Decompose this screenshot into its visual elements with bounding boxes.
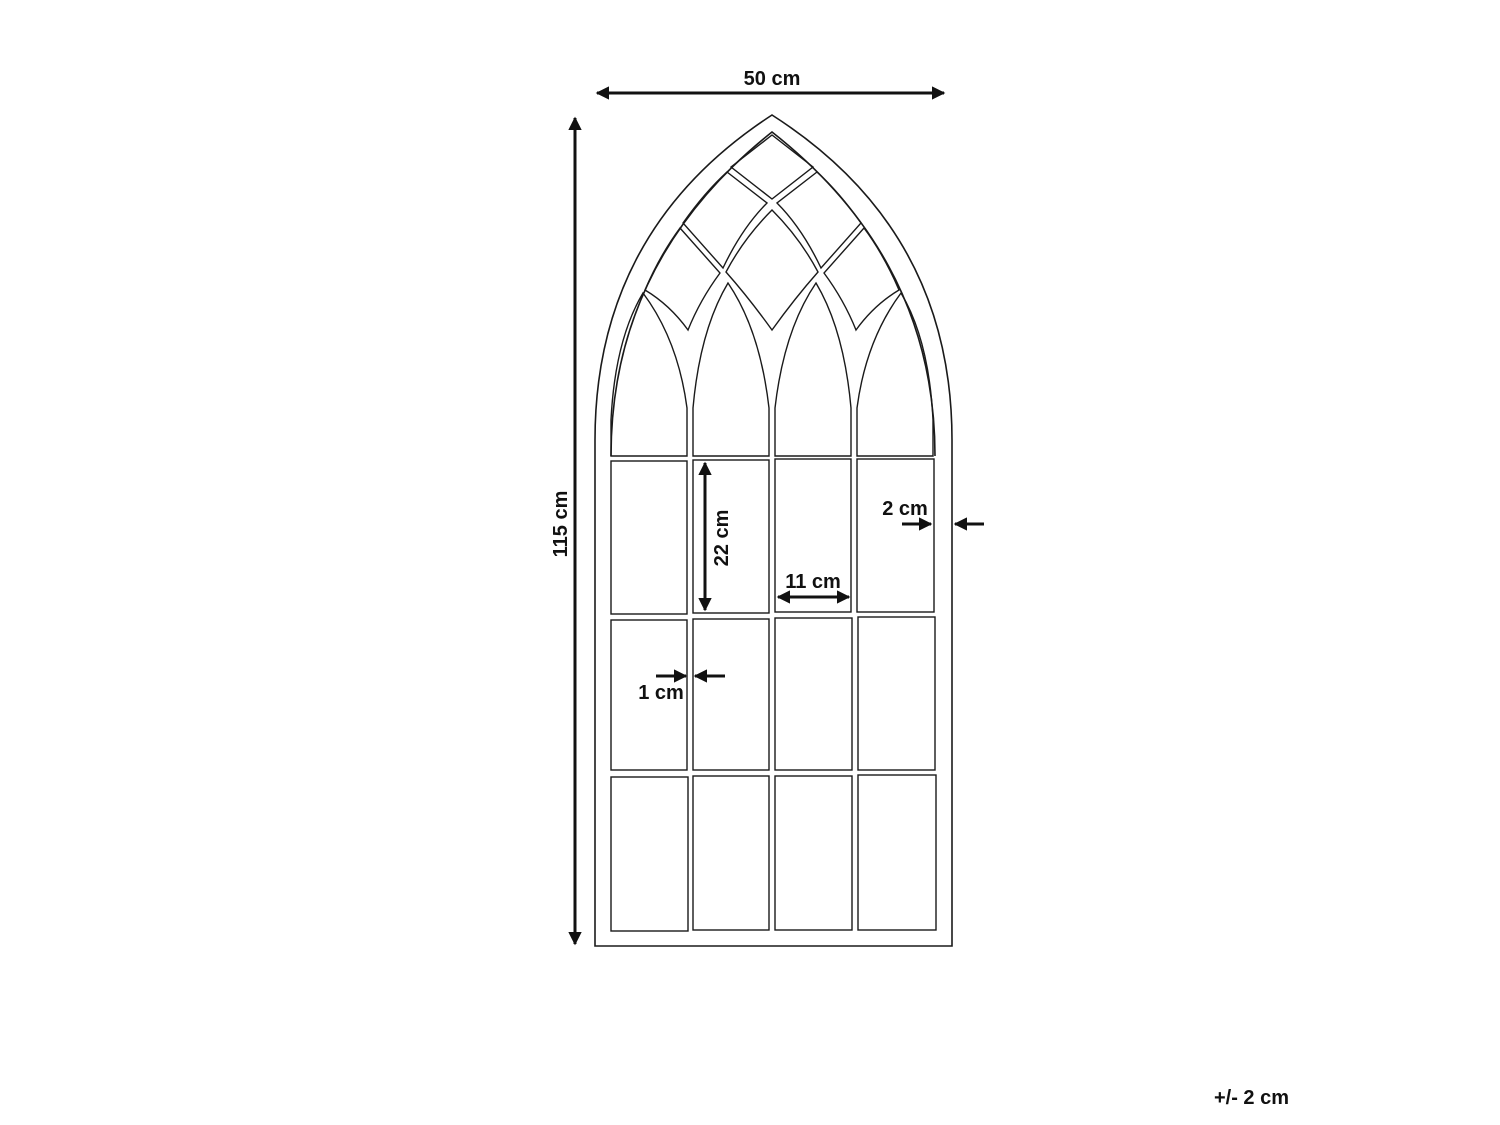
- mid-right-pane: [823, 226, 900, 332]
- pane-height-label: 22 cm: [711, 510, 733, 567]
- pane-r1-c4: [856, 458, 935, 613]
- mirror-frame: [594, 114, 953, 947]
- outer-frame-outline: [594, 114, 953, 947]
- pane-r1-c3: [774, 458, 852, 613]
- center-diamond-pane: [725, 209, 819, 332]
- upper-left-pane: [682, 171, 769, 270]
- pane-r2-c1: [610, 619, 688, 771]
- pane-r3-c2: [692, 775, 770, 931]
- rect-panes: [610, 458, 937, 932]
- inner-frame-outline: [610, 130, 936, 457]
- mid-left-pane: [644, 226, 721, 332]
- pane-r3-c1: [610, 776, 689, 932]
- lancet-pane-2: [692, 281, 770, 457]
- height-label: 115 cm: [550, 491, 572, 558]
- mullion-dimension: 1 cm: [638, 669, 725, 704]
- pane-r2-c2: [692, 618, 770, 771]
- width-label: 50 cm: [744, 68, 801, 90]
- tolerance-note: +/- 2 cm: [1214, 1087, 1289, 1109]
- lancet-pane-4: [856, 291, 934, 457]
- pane-width-dimension: 11 cm: [776, 571, 851, 604]
- width-dimension: 50 cm: [595, 68, 946, 100]
- top-diamond-pane: [729, 134, 815, 200]
- lancet-pane-3: [774, 281, 852, 457]
- arch-tracery: [610, 134, 934, 457]
- upper-right-pane: [775, 171, 862, 270]
- pane-height-dimension: 22 cm: [698, 461, 733, 612]
- pane-r2-c3: [774, 617, 853, 771]
- mullion-label: 1 cm: [638, 682, 684, 704]
- pane-r2-c4: [857, 616, 936, 771]
- pane-r3-c4: [857, 774, 937, 931]
- pane-width-label: 11 cm: [785, 571, 841, 593]
- pane-r3-c3: [774, 775, 853, 931]
- frame-border-dimension: 2 cm: [882, 498, 984, 531]
- pane-r1-c2: [692, 459, 770, 614]
- lancet-pane-1: [610, 291, 688, 457]
- height-dimension: 115 cm: [550, 116, 582, 946]
- frame-border-label: 2 cm: [882, 498, 928, 520]
- pane-r1-c1: [610, 460, 688, 615]
